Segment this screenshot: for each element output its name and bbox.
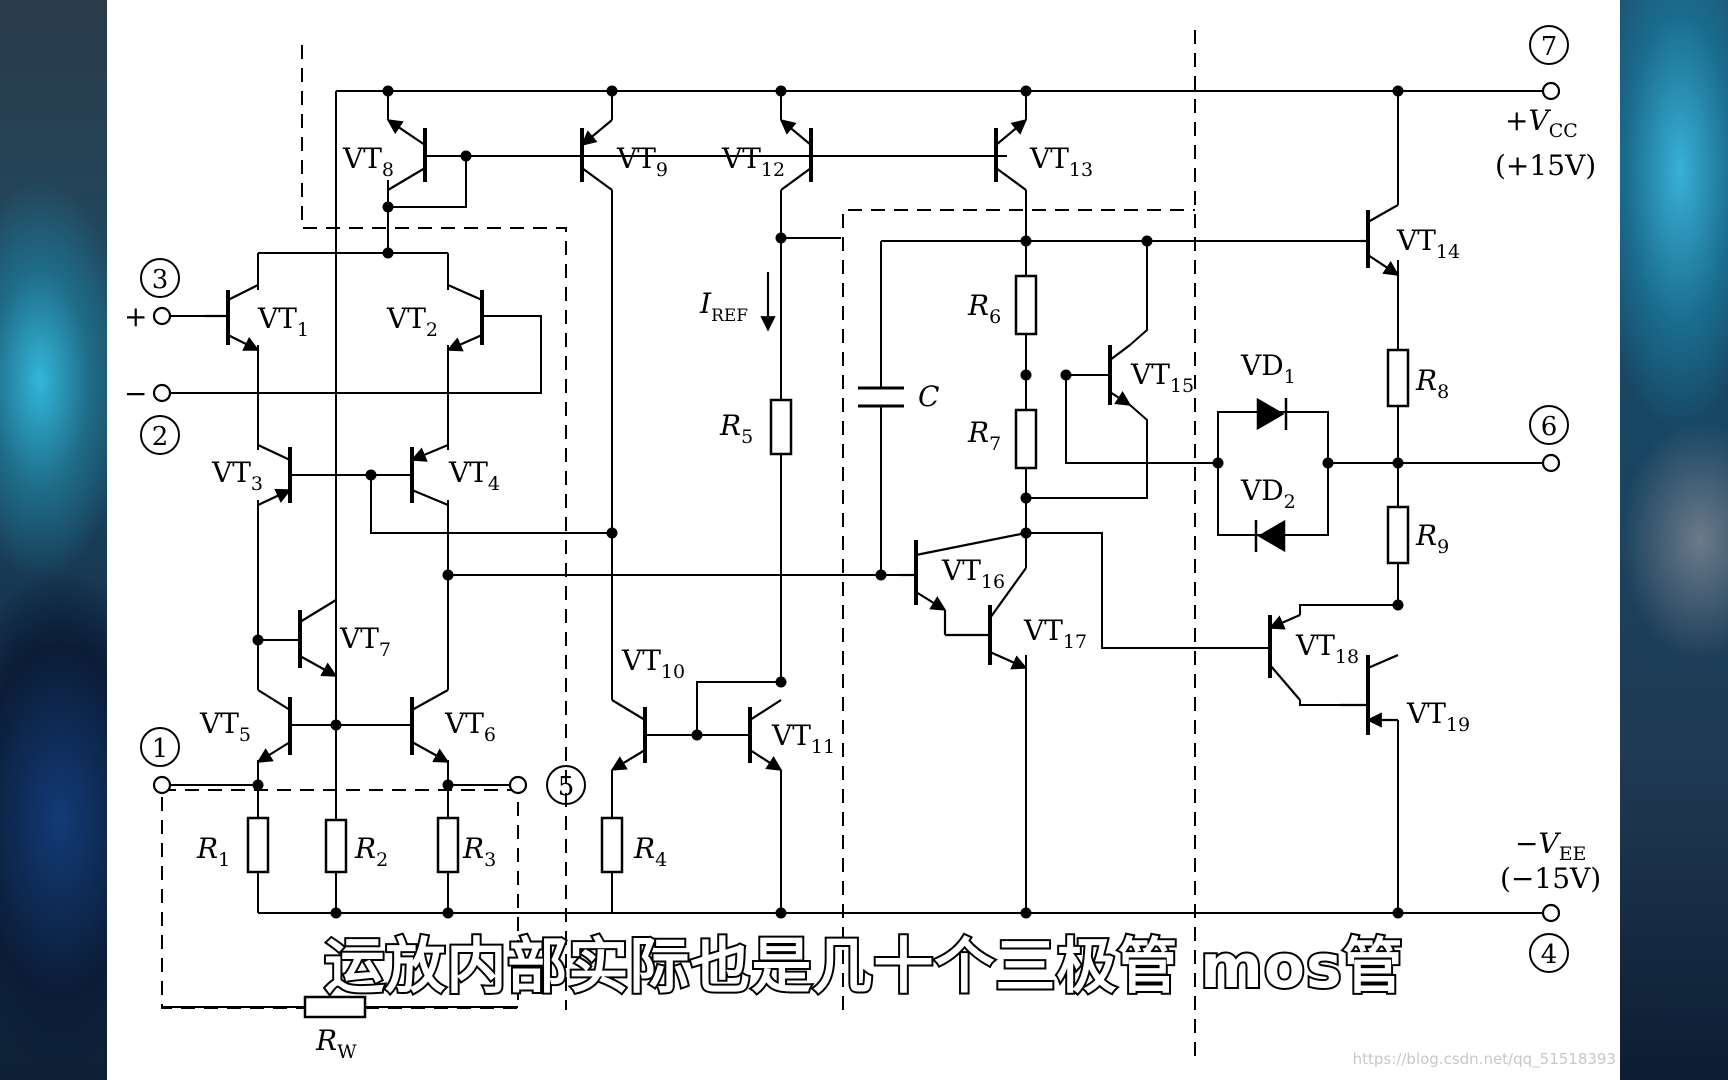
label-iref: IREF [699,287,748,326]
watermark-text: https://blog.csdn.net/qq_51518393 [1352,1050,1616,1068]
label-vt1: VT1 [257,302,309,341]
transistor-symbols [205,119,1400,771]
vee-label: −VEE [1515,827,1586,865]
label-rw: RW [315,1024,357,1063]
label-vt6: VT6 [444,707,496,746]
pin-label-7: 7 [1541,32,1558,62]
pin-number-rings [140,25,1569,973]
plus-input-sign: + [124,300,147,333]
label-r8: R8 [1415,364,1449,403]
label-vt18: VT18 [1295,629,1359,668]
label-vd1: VD1 [1240,349,1296,388]
terminal-circles [152,81,1561,923]
background-right [1620,0,1728,1080]
capacitor-symbol [858,386,904,408]
pin-label-2: 2 [152,422,169,452]
vee-value: (−15V) [1500,862,1601,895]
label-r4: R4 [633,832,667,871]
label-r2: R2 [354,832,388,871]
label-vt10: VT10 [621,644,685,683]
label-vt14: VT14 [1396,224,1460,263]
label-r6: R6 [967,289,1001,328]
label-r7: R7 [967,416,1001,455]
label-r5: R5 [719,409,753,448]
label-vt9: VT9 [616,142,668,181]
label-r3: R3 [462,832,496,871]
label-vt19: VT19 [1406,697,1470,736]
label-vt13: VT13 [1029,142,1093,181]
resistor-symbols [246,274,1410,1019]
label-r1: R1 [196,832,230,871]
diode-symbols [1254,397,1288,553]
vcc-label: +VCC [1505,104,1578,142]
dashed-block-borders [161,30,1196,1065]
minus-input-sign: − [124,377,147,410]
label-capacitor: C [918,380,939,413]
label-r9: R9 [1415,519,1449,558]
label-vt17: VT17 [1023,614,1087,653]
vcc-value: (+15V) [1495,149,1596,182]
label-vt11: VT11 [771,719,835,758]
label-vt3: VT3 [211,456,263,495]
label-vt15: VT15 [1130,358,1194,397]
label-vt7: VT7 [339,622,391,661]
label-vd2: VD2 [1240,474,1296,513]
pin-label-5: 5 [558,772,575,802]
pin-label-1: 1 [152,734,169,764]
label-vt5: VT5 [199,707,251,746]
label-vt16: VT16 [941,554,1005,593]
label-vt12: VT12 [721,142,785,181]
wires [162,90,1542,1008]
background-left [0,0,107,1080]
schematic-sheet [107,0,1620,1080]
pin-label-3: 3 [152,265,169,295]
labels: 3 2 1 5 7 6 4 + − +VCC (+15V) −VEE (−15V… [124,32,1601,1063]
pin-label-6: 6 [1541,412,1558,442]
label-vt8: VT8 [342,142,394,181]
label-vt4: VT4 [448,456,500,495]
subtitle-caption: 运放内部实际也是几十个三极管 mos管 [322,930,1404,1004]
label-vt2: VT2 [386,302,438,341]
junction-dots [252,85,1404,919]
pin-label-4: 4 [1541,940,1558,970]
